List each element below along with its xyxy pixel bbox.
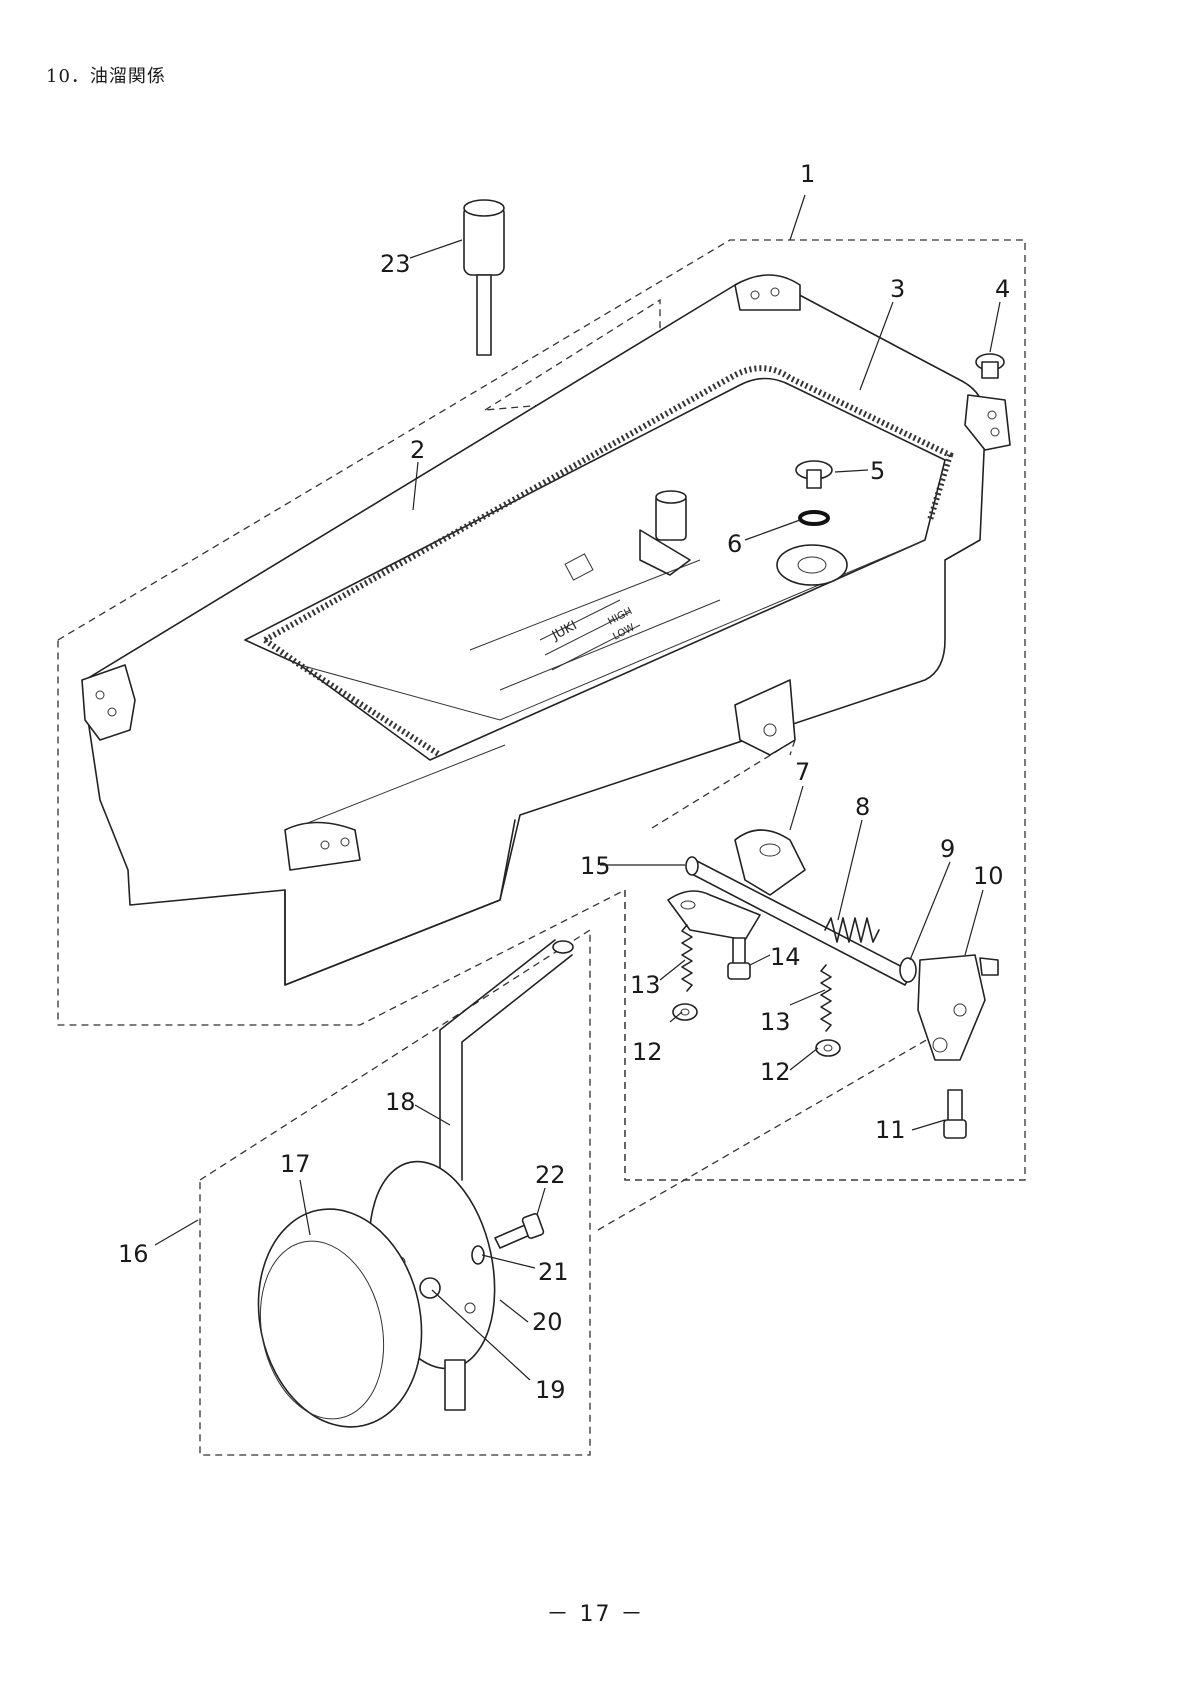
callout-2: 2 [410,436,425,464]
callout-10: 10 [973,862,1004,890]
callout-11: 11 [875,1116,906,1144]
callout-23: 23 [380,250,411,278]
callout-3: 3 [890,275,905,303]
oil-pan: JUKI HIGH LOW [82,275,1010,985]
callout-7: 7 [795,758,810,786]
callout-22: 22 [535,1161,566,1189]
oil-gauge-assembly [239,940,573,1442]
callout-20: 20 [532,1308,563,1336]
callout-6: 6 [727,530,742,558]
callout-8: 8 [855,793,870,821]
callout-4: 4 [995,275,1010,303]
cap-screw-4 [976,354,1004,378]
callout-19: 19 [535,1376,566,1404]
callout-14: 14 [770,943,801,971]
callout-1: 1 [800,160,815,188]
callout-9: 9 [940,835,955,863]
callout-16: 16 [118,1240,149,1268]
callout-15: 15 [580,852,611,880]
callout-13a: 13 [630,971,661,999]
callout-17: 17 [280,1150,311,1178]
oil-plunger [464,200,504,355]
callout-13b: 13 [760,1008,791,1036]
callout-18: 18 [385,1088,416,1116]
callout-5: 5 [870,457,885,485]
callout-12a: 12 [632,1038,663,1066]
callout-12b: 12 [760,1058,791,1086]
callout-21: 21 [538,1258,569,1286]
page-number: － 17 － [0,1596,1191,1628]
shaft-assembly [668,830,998,1138]
